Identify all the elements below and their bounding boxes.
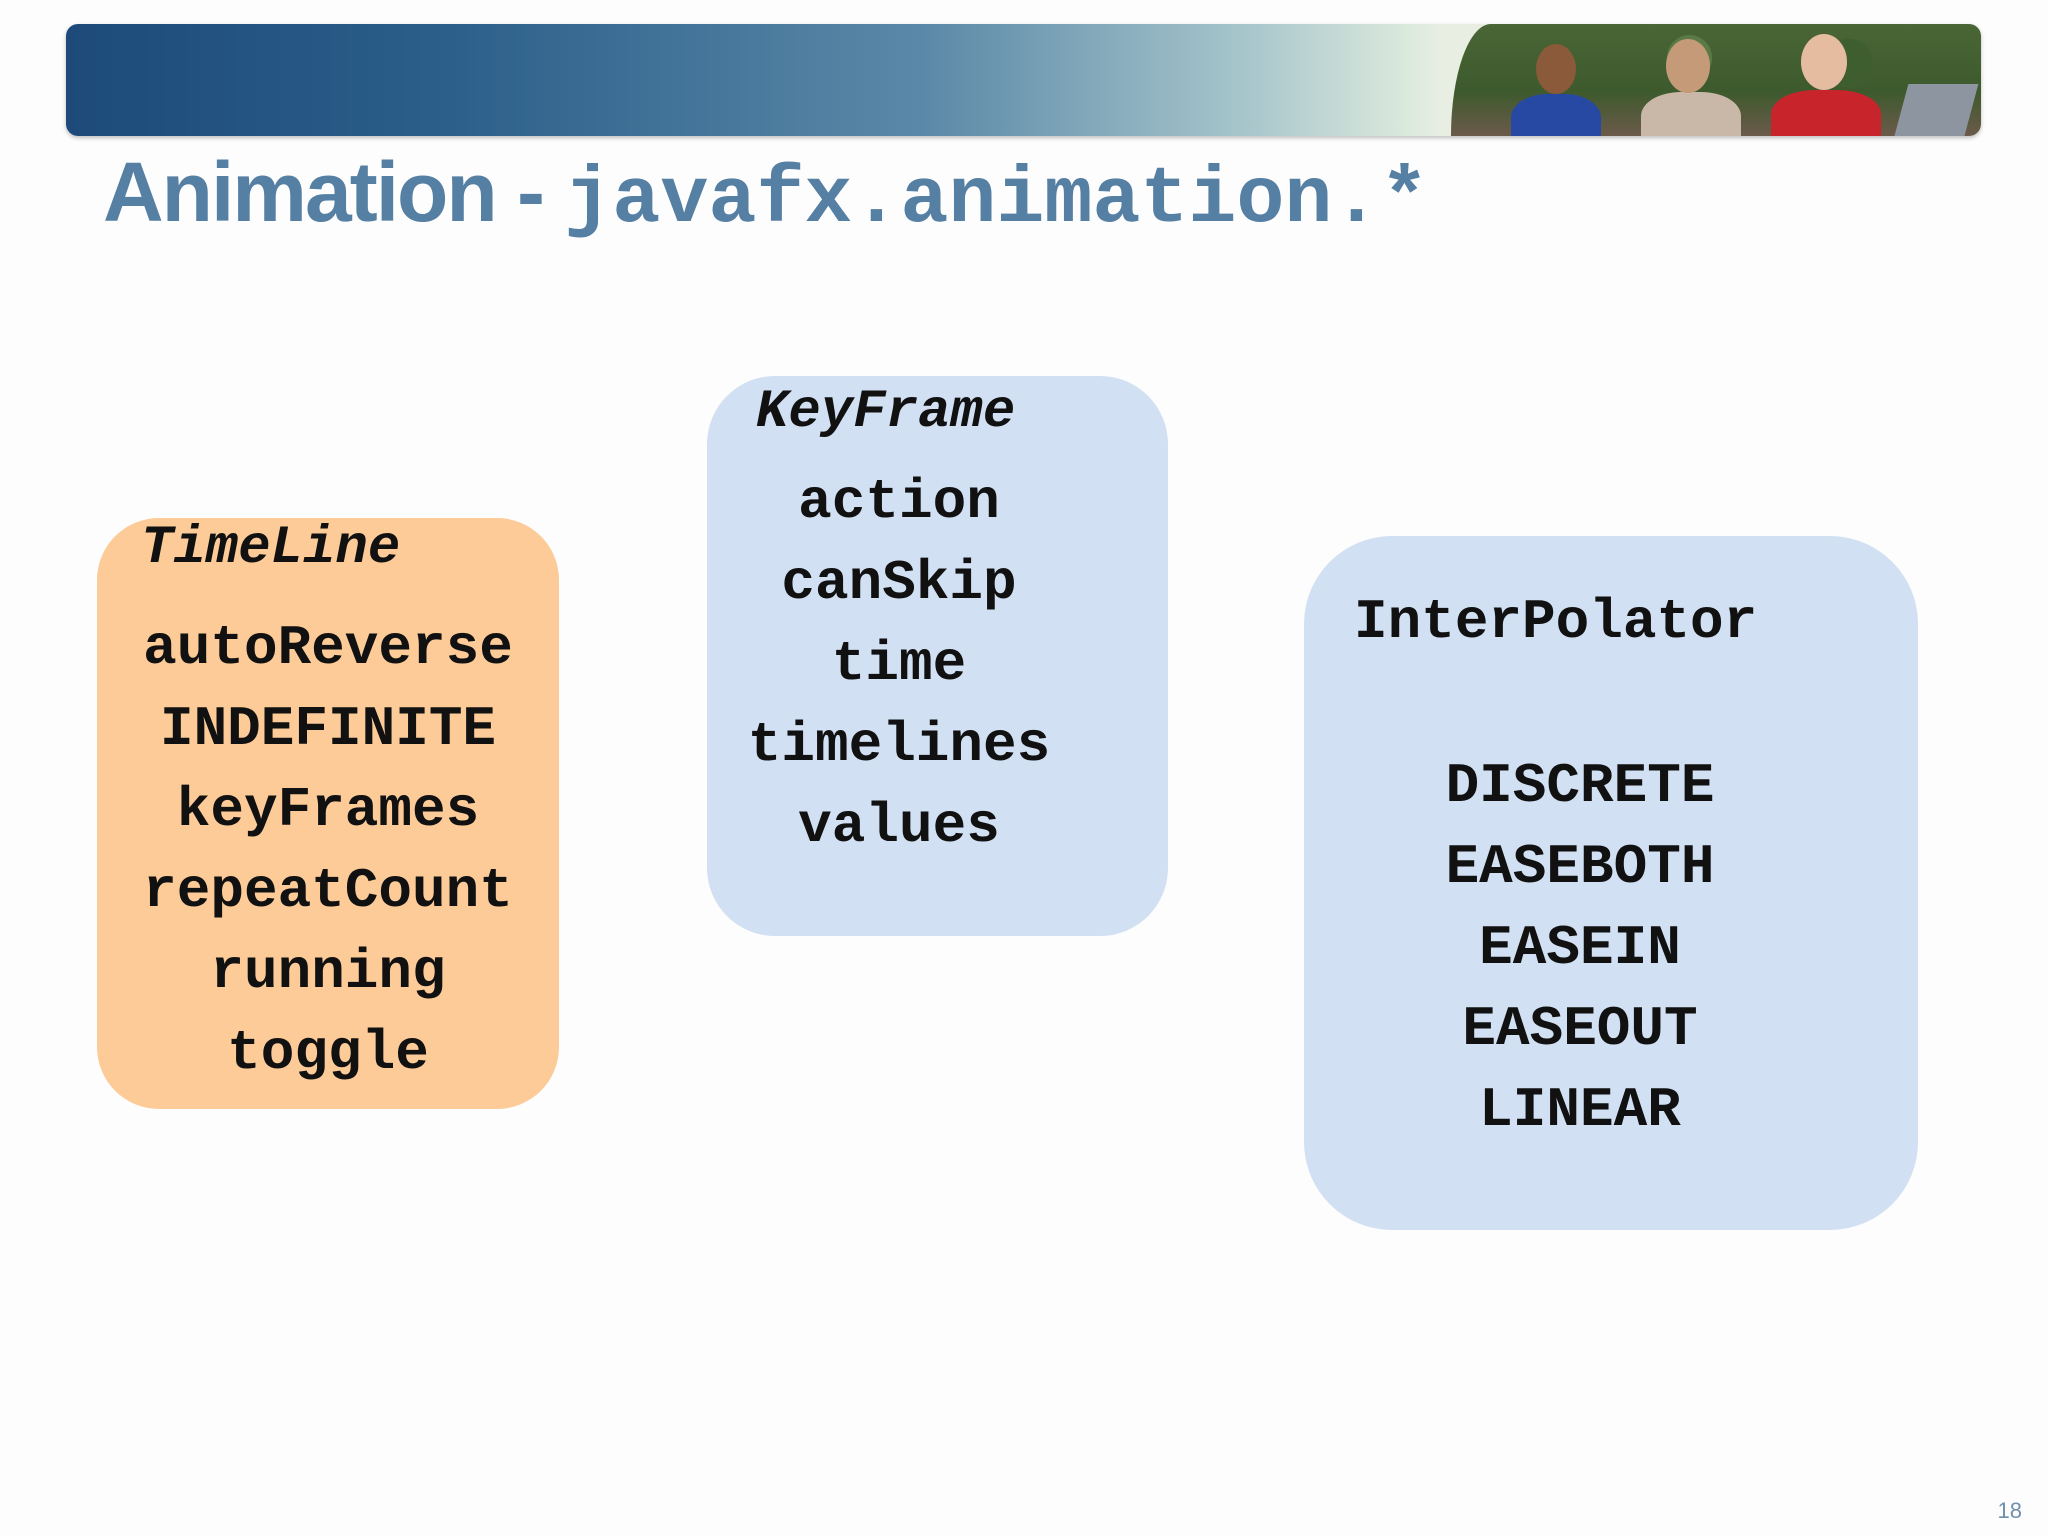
keyframe-box: KeyFrame action canSkip time timelines v… — [707, 376, 1168, 936]
person-figure — [1666, 39, 1710, 93]
timeline-heading: TimeLine — [141, 518, 401, 579]
keyframe-list: action canSkip time timelines values — [707, 462, 1091, 867]
list-item: autoReverse — [143, 616, 513, 680]
header-banner — [66, 24, 1981, 136]
list-item: INDEFINITE — [159, 697, 497, 761]
title-prefix: Animation - — [103, 145, 565, 239]
person-figure — [1771, 90, 1881, 136]
list-item: keyFrames — [176, 778, 480, 842]
timeline-list: autoReverse INDEFINITE keyFrames repeatC… — [91, 608, 565, 1094]
laptop — [1893, 84, 1979, 136]
person-figure — [1511, 94, 1601, 136]
list-item: running — [210, 940, 446, 1004]
interpolator-box: InterPolator DISCRETE EASEBOTH EASEIN EA… — [1304, 536, 1918, 1230]
page-number: 18 — [1997, 1498, 2022, 1523]
list-item: canSkip — [781, 551, 1017, 615]
person-figure — [1641, 92, 1741, 136]
list-item: LINEAR — [1479, 1078, 1681, 1142]
list-item: repeatCount — [143, 859, 513, 923]
interpolator-heading: InterPolator — [1354, 590, 1758, 654]
list-item: EASEBOTH — [1445, 835, 1715, 899]
slide-title: Animation - javafx.animation.* — [103, 150, 1428, 241]
interpolator-list: DISCRETE EASEBOTH EASEIN EASEOUT LINEAR — [1304, 746, 1856, 1151]
person-figure — [1536, 44, 1576, 94]
list-item: values — [798, 794, 1000, 858]
list-item: EASEOUT — [1462, 997, 1698, 1061]
banner-photo — [1451, 24, 1981, 136]
keyframe-heading: KeyFrame — [756, 382, 1016, 443]
list-item: time — [831, 632, 967, 696]
timeline-box: TimeLine autoReverse INDEFINITE keyFrame… — [97, 518, 559, 1109]
list-item: DISCRETE — [1445, 754, 1715, 818]
list-item: action — [798, 470, 1000, 534]
title-code: javafx.animation.* — [564, 155, 1429, 246]
list-item: toggle — [227, 1021, 429, 1085]
person-figure — [1801, 34, 1847, 90]
list-item: timelines — [747, 713, 1051, 777]
list-item: EASEIN — [1479, 916, 1681, 980]
